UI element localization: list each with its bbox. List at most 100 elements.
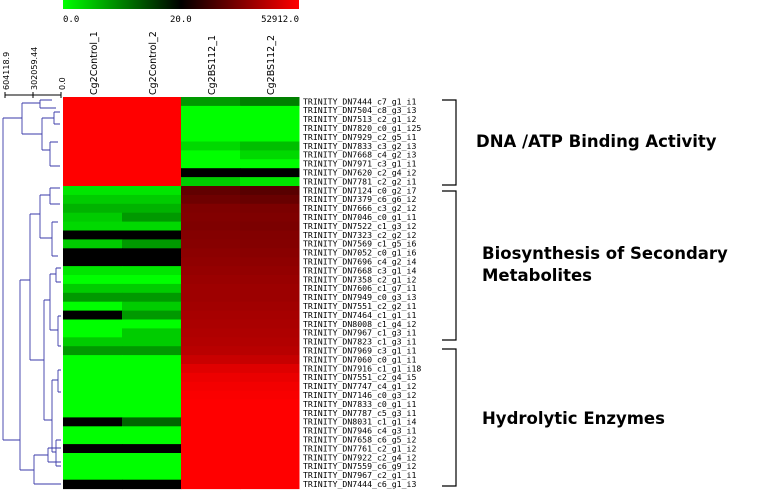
row-label: TRINITY_DN7620_c2_g4_i2	[303, 168, 416, 178]
heatmap-cell	[122, 364, 182, 374]
heatmap-cell	[122, 444, 182, 454]
heatmap-cell	[63, 355, 123, 365]
heatmap-cell	[63, 141, 123, 151]
heatmap-cell	[181, 461, 241, 472]
heatmap-cell	[63, 194, 123, 205]
row-label: TRINITY_DN7781_c2_g2_i1	[303, 176, 416, 186]
group-annotations: DNA /ATP Binding Activity Biosynthesis o…	[442, 99, 728, 487]
column-label: Cg2Control_1	[89, 31, 100, 95]
heatmap-cell	[240, 435, 300, 445]
heatmap-cell	[240, 470, 300, 481]
row-label: TRINITY_DN7551_c2_g4_i5	[303, 372, 416, 382]
heatmap-cell	[181, 337, 241, 347]
heatmap-cell	[122, 417, 182, 427]
heatmap-cell	[240, 230, 300, 240]
heatmap-cell	[122, 390, 182, 401]
heatmap-cell	[122, 435, 182, 445]
row-label: TRINITY_DN7820_c0_g1_i25	[303, 123, 421, 133]
heatmap-cell	[240, 105, 300, 116]
heatmap-cell	[181, 470, 241, 481]
heatmap-cell	[63, 426, 123, 436]
row-label: TRINITY_DN7464_c1_g1_i1	[303, 310, 416, 320]
heatmap-cell	[63, 132, 123, 142]
heatmap-cell	[240, 168, 300, 178]
row-label: TRINITY_DN7668_c3_g1_i4	[303, 265, 416, 275]
row-label: TRINITY_DN7916_c1_g1_i18	[303, 363, 421, 373]
heatmap-cell	[122, 275, 182, 285]
heatmap-cell	[181, 194, 241, 205]
heatmap-cell	[63, 408, 123, 418]
heatmap-cell	[240, 301, 300, 312]
heatmap-cell	[240, 319, 300, 329]
heatmap-cell	[63, 212, 123, 223]
heatmap-cell	[181, 97, 241, 107]
heatmap-cell	[181, 123, 241, 134]
heatmap-cell	[181, 266, 241, 276]
heatmap-cell	[122, 221, 182, 231]
heatmap-cell	[63, 114, 123, 125]
heatmap-cell	[122, 230, 182, 240]
heatmap-cell	[181, 417, 241, 427]
heatmap-cell	[181, 364, 241, 374]
heatmap-cell	[181, 150, 241, 160]
heatmap-cell	[181, 426, 241, 436]
heatmap-cell	[181, 408, 241, 418]
heatmap-cell	[181, 239, 241, 249]
column-label: Cg2Control_2	[148, 31, 159, 95]
row-label: TRINITY_DN7358_c2_g1_i2	[303, 274, 416, 284]
heatmap-cell	[122, 453, 182, 463]
heatmap-cell	[63, 328, 123, 338]
color-scale-bar	[63, 0, 299, 9]
row-label: TRINITY_DN7971_c3_g1_i1	[303, 159, 416, 169]
row-label: TRINITY_DN7922_c2_g4_i2	[303, 452, 416, 462]
row-label: TRINITY_DN7833_c0_g1_i1	[303, 399, 416, 409]
heatmap-cell	[122, 150, 182, 160]
heatmap-cell	[240, 381, 300, 392]
row-label: TRINITY_DN7929_c2_g5_i1	[303, 132, 416, 142]
group-bracket	[442, 99, 457, 186]
heatmap-cell	[122, 248, 182, 258]
row-label: TRINITY_DN7522_c1_g3_i2	[303, 221, 416, 231]
row-label: TRINITY_DN7668_c4_g2_i3	[303, 150, 416, 160]
heatmap-cell	[122, 479, 182, 490]
column-label: Cg2BS112_2	[266, 35, 277, 95]
heatmap-cell	[122, 355, 182, 365]
heatmap-cell	[122, 132, 182, 142]
heatmap-cell	[240, 292, 300, 303]
heatmap-cell	[240, 194, 300, 205]
heatmap-cell	[181, 390, 241, 401]
heatmap-cell	[181, 372, 241, 383]
heatmap-cell	[63, 479, 123, 490]
heatmap-cell	[63, 257, 123, 267]
heatmap-cell	[181, 203, 241, 214]
heatmap-cell	[240, 355, 300, 365]
row-label: TRINITY_DN7504_c8_g3_i3	[303, 105, 416, 115]
heatmap-cell	[181, 479, 241, 490]
heatmap-cell	[240, 408, 300, 418]
heatmap-cell	[122, 257, 182, 267]
heatmap-cell	[240, 390, 300, 401]
heatmap-cell	[181, 257, 241, 267]
group-label-hydrolytic: Hydrolytic Enzymes	[482, 409, 665, 428]
row-label: TRINITY_DN7761_c2_g1_i2	[303, 443, 416, 453]
row-labels: TRINITY_DN7444_c7_g1_i1TRINITY_DN7504_c8…	[303, 96, 421, 489]
heatmap-cell	[181, 444, 241, 454]
color-scale: 0.0 20.0 52912.0	[63, 0, 299, 25]
heatmap-cell	[240, 212, 300, 223]
heatmap-cell	[122, 408, 182, 418]
row-label: TRINITY_DN7833_c3_g2_i3	[303, 141, 416, 151]
column-label: Cg2BS112_1	[207, 35, 218, 95]
row-label: TRINITY_DN7606_c1_g7_i1	[303, 283, 416, 293]
heatmap-cell	[240, 239, 300, 249]
heatmap-cell	[122, 319, 182, 329]
heatmap-cell	[63, 275, 123, 285]
heatmap-cell	[63, 417, 123, 427]
row-label: TRINITY_DN7787_c5_g3_i1	[303, 408, 416, 418]
heatmap-cell	[240, 221, 300, 231]
row-label: TRINITY_DN7052_c0_g1_i6	[303, 248, 416, 258]
dendrogram-tick-zero: 0.0	[58, 77, 67, 90]
heatmap-cell	[240, 203, 300, 214]
heatmap-cell	[181, 168, 241, 178]
row-label: TRINITY_DN8008_c1_g4_i2	[303, 319, 416, 329]
heatmap-cell	[122, 239, 182, 249]
